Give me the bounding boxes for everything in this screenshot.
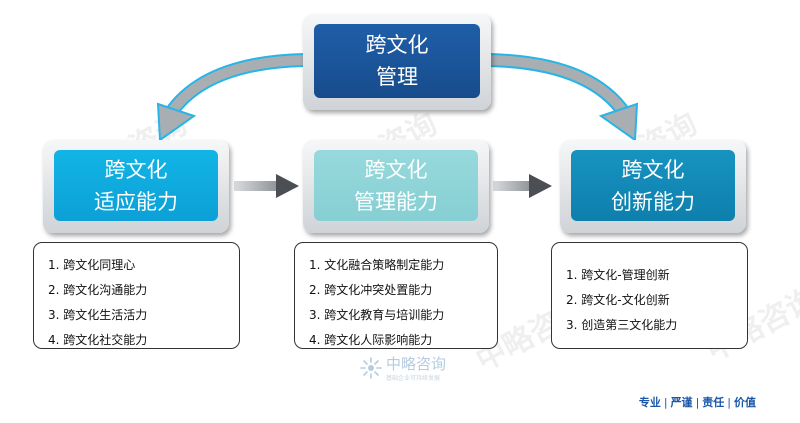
list-item: 2. 跨文化-文化创新 — [566, 293, 670, 307]
sunburst-icon — [360, 357, 382, 379]
logo-tagline: 基础企业可持续发展 — [386, 375, 441, 382]
top-box-line2: 管理 — [376, 65, 418, 89]
manage-box: 跨文化 管理能力 — [303, 140, 489, 233]
curved-arrow-left — [156, 53, 312, 142]
list-item: 2. 跨文化沟通能力 — [48, 283, 148, 297]
footer-item: 严谨 — [670, 396, 693, 409]
adapt-ability-list: 1. 跨文化同理心 2. 跨文化沟通能力 3. 跨文化生活活力 4. 跨文化社交… — [33, 242, 240, 349]
adapt-box-line1: 跨文化 — [104, 157, 168, 182]
list-item: 1. 跨文化同理心 — [48, 258, 136, 272]
list-item: 3. 跨文化生活活力 — [48, 308, 148, 322]
list-item: 1. 跨文化-管理创新 — [566, 268, 670, 282]
manage-box-line1: 跨文化 — [364, 157, 428, 182]
adapt-box-line2: 适应能力 — [94, 189, 178, 214]
manage-box-face: 跨文化 管理能力 — [314, 150, 478, 221]
list-item: 2. 跨文化冲突处置能力 — [309, 283, 433, 297]
curved-arrow-right — [481, 53, 639, 142]
adapt-box-face: 跨文化 适应能力 — [54, 150, 218, 221]
company-logo: 中略咨询 基础企业可持续发展 — [360, 353, 480, 387]
footer-values: 专业|严谨|责任|价值 — [639, 394, 756, 410]
innov-box-face: 跨文化 创新能力 — [571, 150, 735, 221]
innovation-ability-list: 1. 跨文化-管理创新 2. 跨文化-文化创新 3. 创造第三文化能力 — [551, 242, 748, 349]
list-item: 1. 文化融合策略制定能力 — [309, 258, 445, 272]
top-box-cross-cultural-management: 跨文化 管理 — [303, 14, 491, 110]
manage-ability-list: 1. 文化融合策略制定能力 2. 跨文化冲突处置能力 3. 跨文化教育与培训能力… — [294, 242, 498, 349]
list-item: 4. 跨文化社交能力 — [48, 333, 148, 347]
adapt-box: 跨文化 适应能力 — [43, 140, 229, 233]
arrow-adapt-to-manage — [234, 174, 299, 198]
innov-box: 跨文化 创新能力 — [560, 140, 746, 233]
footer-item: 责任 — [702, 396, 725, 409]
innov-box-line1: 跨文化 — [621, 157, 685, 182]
manage-box-line2: 管理能力 — [354, 189, 438, 214]
footer-separator: | — [695, 396, 700, 409]
footer-item: 价值 — [734, 396, 756, 409]
top-box-face: 跨文化 管理 — [314, 24, 480, 98]
list-item: 3. 跨文化教育与培训能力 — [309, 308, 445, 322]
footer-item: 专业 — [638, 396, 661, 409]
logo-name: 中略咨询 — [386, 355, 447, 373]
list-item: 4. 跨文化人际影响能力 — [309, 333, 433, 347]
innov-box-line2: 创新能力 — [611, 189, 695, 214]
arrow-manage-to-innov — [493, 174, 552, 198]
footer-separator: | — [727, 396, 731, 409]
list-item: 3. 创造第三文化能力 — [566, 318, 678, 332]
top-box-line1: 跨文化 — [365, 33, 429, 57]
footer-separator: | — [663, 396, 668, 409]
